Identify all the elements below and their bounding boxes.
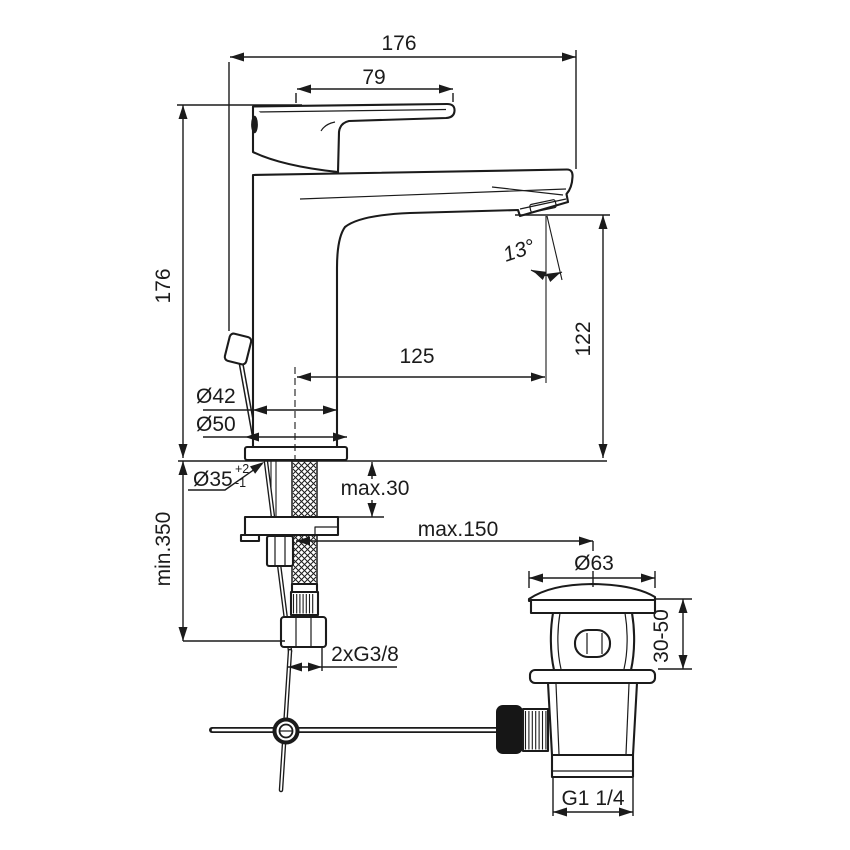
dimension-labels: 176 79 176 min.350 122 125 13° Ø42 Ø50 Ø…	[152, 32, 673, 810]
dim-outlet-height: 122	[572, 321, 595, 356]
dim-hose-length-min: min.350	[152, 512, 175, 587]
braided-supply-hose	[279, 460, 328, 649]
waste-thread-section	[550, 753, 635, 779]
dim-hole-diameter: Ø35	[193, 468, 233, 491]
mounting-nut	[265, 534, 295, 568]
aerator-top-line	[519, 198, 567, 210]
faucet-handle	[251, 102, 456, 174]
dim-outlet-angle: 13°	[500, 235, 537, 267]
waste-lower-body	[546, 681, 639, 757]
dim-supply-thread: 2xG3/8	[331, 643, 399, 666]
spout-bevel-line	[491, 186, 564, 196]
dim-overall-length: 176	[381, 32, 416, 55]
dim-outlet-reach: 125	[399, 345, 434, 368]
waste-flange	[528, 668, 657, 685]
dim-deck-thickness-max: max.30	[341, 477, 410, 500]
dim-hole-tol-plus: +2	[235, 462, 249, 476]
hose-nut	[279, 615, 328, 649]
dim-height-to-deck: 176	[152, 268, 175, 303]
rod-seal-gasket	[496, 705, 523, 754]
pop-up-rod-linkage	[209, 717, 503, 745]
faucet-body	[223, 102, 574, 449]
dimension-lines	[177, 50, 692, 816]
base-plate	[243, 445, 349, 462]
dimension-arrowheads	[178, 52, 688, 817]
dim-base-diameter: Ø50	[196, 413, 236, 436]
dim-clamp-range: 30-50	[650, 609, 673, 663]
dim-hole-tol-minus: -1	[235, 476, 246, 490]
dim-drain-distance-max: max.150	[418, 518, 499, 541]
waste-plug-cap	[527, 582, 657, 603]
popup-waste-assembly	[496, 582, 657, 779]
dim-body-diameter: Ø42	[196, 385, 236, 408]
installation-parts	[209, 445, 503, 793]
dim-handle-length: 79	[362, 66, 385, 89]
dim-waste-cap-diameter: Ø63	[574, 552, 614, 575]
waste-slot	[573, 628, 612, 659]
dim-waste-thread: G1 1/4	[561, 787, 624, 810]
waste-top-plate	[529, 598, 657, 615]
handle-end-cap	[251, 115, 258, 134]
faucet-outline	[251, 168, 574, 449]
mounting-bracket	[239, 515, 340, 568]
aerator	[529, 199, 557, 213]
